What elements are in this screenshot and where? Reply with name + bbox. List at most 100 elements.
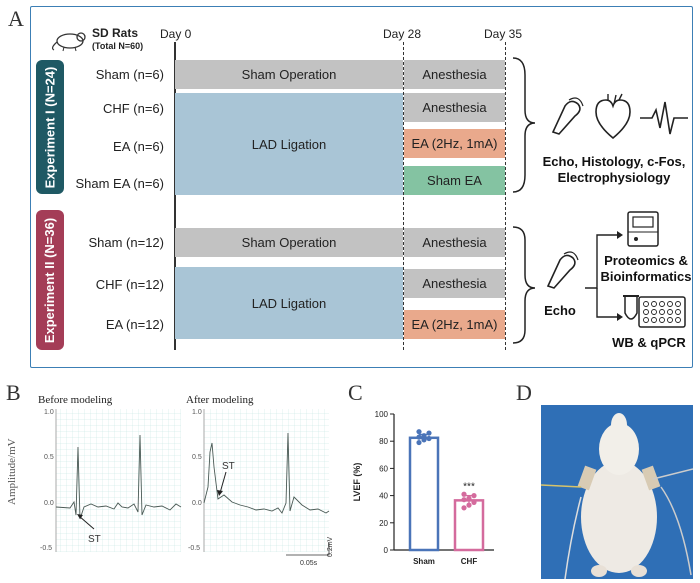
significance-label: *** [463, 482, 475, 493]
exp2-post-anesthesia-1: Anesthesia [404, 228, 505, 257]
ytick-before-0: 0.0 [44, 500, 54, 507]
echo-probe-icon [546, 251, 579, 289]
exp2-row-chf: CHF (n=12) [95, 277, 164, 292]
arrow-to-wb [596, 288, 617, 318]
exp1-row-chf: CHF (n=6) [102, 101, 164, 116]
panel-label-d: D [516, 380, 532, 405]
ultrasound-probe-icon [551, 97, 584, 135]
day35-label: Day 35 [484, 27, 523, 41]
y-axis-label: LVEF (%) [352, 463, 362, 502]
point-chf [466, 495, 472, 501]
point-sham [416, 434, 422, 440]
ytick-after-0: 0.0 [192, 500, 202, 507]
after-modeling-label: After modeling [186, 394, 254, 406]
exp1-post-ea: EA (2Hz, 1mA) [404, 129, 505, 158]
exp1-post-anesthesia-1: Anesthesia [404, 60, 505, 89]
bar-chf [453, 499, 485, 552]
exp2-post-ea: EA (2Hz, 1mA) [404, 310, 505, 339]
point-chf [461, 505, 467, 511]
brace-exp2 [512, 226, 536, 344]
rats-total: (Total N=60) [92, 41, 144, 51]
exp1-lad-ligation-bar: LAD Ligation [175, 93, 403, 195]
x-tick-sham: Sham [413, 557, 435, 566]
exp2-post-anesthesia-2: Anesthesia [404, 269, 505, 298]
panel-a-connectors [512, 57, 623, 344]
y-tick-label: 40 [379, 492, 388, 501]
st-arrow-before [78, 515, 95, 530]
ytick-before-m05: -0.5 [40, 545, 52, 552]
arrow-to-proteomics [585, 234, 617, 289]
panel-label-b: B [6, 380, 21, 405]
ytick-before-05: 0.5 [44, 454, 54, 461]
day28-line [403, 42, 404, 350]
st-arrow-after [219, 471, 227, 494]
day0-line [174, 42, 176, 350]
experiment-2-label: Experiment II (N=36) [36, 210, 64, 350]
exp1-row-sham: Sham (n=6) [95, 67, 164, 82]
panel-a-frame [30, 6, 693, 368]
mass-spectrometer-icon [627, 211, 659, 247]
exp1-post-anesthesia-2: Anesthesia [404, 93, 505, 122]
exp1-row-ea: EA (n=6) [113, 139, 164, 154]
experiment-1-label: Experiment I (N=24) [36, 60, 64, 194]
day35-line [505, 42, 506, 350]
ecg-before-grid [56, 409, 181, 552]
point-sham [416, 429, 422, 435]
y-tick-label: 80 [379, 437, 388, 446]
scale-y-label: 0.2mV [327, 536, 334, 557]
ytick-after-1: 1.0 [192, 409, 202, 416]
point-chf [471, 493, 477, 499]
ecg-before-trace [55, 434, 182, 520]
proteomics-label: Proteomics & Bioinformatics [600, 253, 692, 284]
exp2-lad-ligation-bar: LAD Ligation [175, 267, 403, 339]
ytick-after-05: 0.5 [192, 454, 202, 461]
y-tick-label: 60 [379, 464, 388, 473]
exp2-row-ea: EA (n=12) [105, 317, 164, 332]
y-tick-label: 100 [375, 410, 389, 419]
st-label-before: ST [88, 534, 101, 545]
point-sham [421, 437, 427, 443]
ytick-before-1: 1.0 [44, 409, 54, 416]
bar-sham [408, 436, 440, 552]
exp1-row-sham-ea: Sham EA (n=6) [75, 176, 164, 191]
exp2-row-sham: Sham (n=12) [88, 235, 164, 250]
ecg-scale-bar [286, 543, 330, 556]
point-sham [426, 435, 432, 442]
ecg-ylabel: Amplitude/mV [6, 438, 18, 505]
exp1-outcome: Echo, Histology, c-Fos, Electrophysiolog… [542, 154, 686, 185]
exp2-sham-operation-bar: Sham Operation [175, 228, 403, 257]
ecg-plots: 1.0 0.5 0.0 -0.5 1.0 0.5 0.0 -0.5 ST ST … [40, 409, 334, 567]
scale-x-label: 0.05s [300, 560, 318, 567]
point-chf [461, 497, 467, 503]
y-tick-label: 0 [384, 546, 389, 555]
point-sham [416, 439, 422, 446]
echo-label: Echo [544, 303, 576, 318]
panel-label-c: C [348, 380, 363, 405]
rat-icon [51, 32, 86, 52]
day0-label: Day 0 [160, 27, 192, 41]
ecg-wave-icon [640, 101, 688, 135]
point-sham [421, 433, 427, 439]
point-chf [461, 491, 467, 497]
point-sham [426, 430, 432, 436]
ecg-after-grid [204, 409, 329, 552]
ecg-after-trace [203, 432, 330, 514]
brace-exp1 [512, 57, 536, 193]
well-plate-icon [638, 296, 686, 328]
wb-label: WB & qPCR [612, 335, 686, 350]
panel-label-a: A [8, 6, 24, 31]
point-chf [466, 502, 472, 508]
day28-label: Day 28 [383, 27, 422, 41]
before-modeling-label: Before modeling [38, 394, 113, 406]
tube-icon [623, 295, 639, 320]
y-tick-label: 20 [379, 519, 388, 528]
x-tick-chf: CHF [461, 557, 478, 566]
exp1-sham-operation-bar: Sham Operation [175, 60, 403, 89]
point-chf [471, 499, 477, 505]
heart-icon [595, 93, 631, 140]
rat-photo [541, 405, 693, 579]
ytick-after-m05: -0.5 [188, 545, 200, 552]
rats-title: SD Rats [92, 26, 139, 40]
st-label-after: ST [222, 461, 235, 472]
